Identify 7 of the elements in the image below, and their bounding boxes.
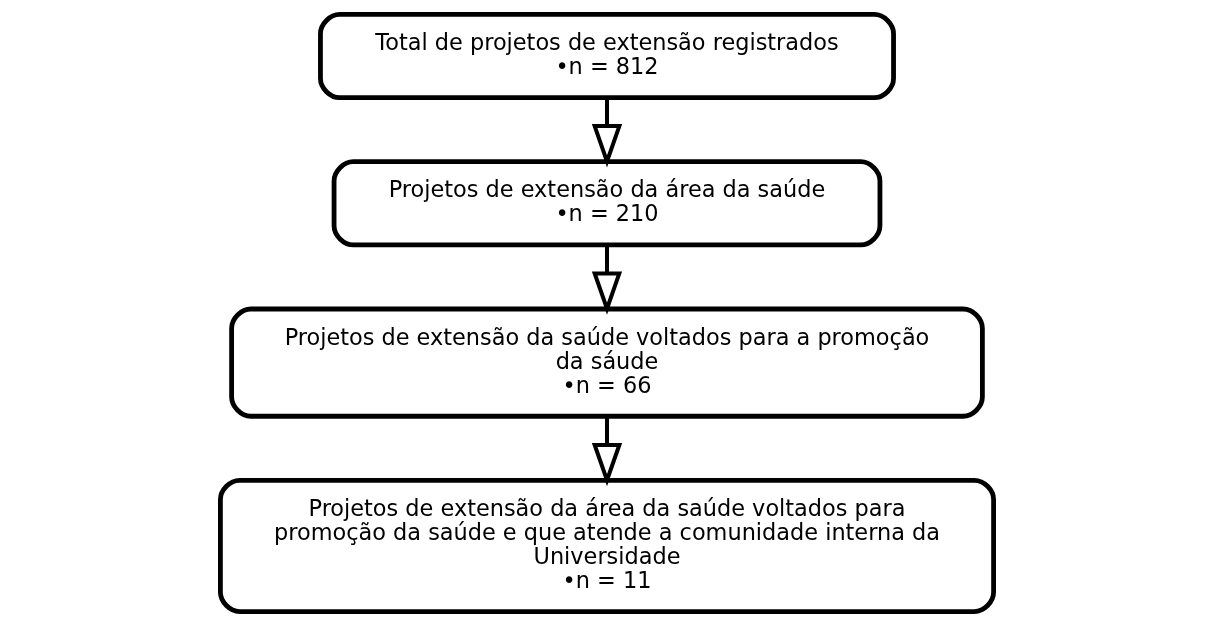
arrow	[591, 245, 622, 315]
node-box: Total de projetos de extensão registrados •n = 812	[317, 12, 896, 101]
arrow	[591, 97, 622, 168]
arrow	[591, 416, 622, 487]
node-box: Projetos de extensão da saúde voltados para a promoção da sáude •n = 66	[228, 306, 985, 419]
node-box: Projetos de extensão da área da saúde voltados para promoção da saúde e que atende a comunidade interna da Universidade •n = 11	[217, 477, 996, 614]
node-box: Projetos de extensão da área da saúde •n = 210	[331, 159, 882, 248]
